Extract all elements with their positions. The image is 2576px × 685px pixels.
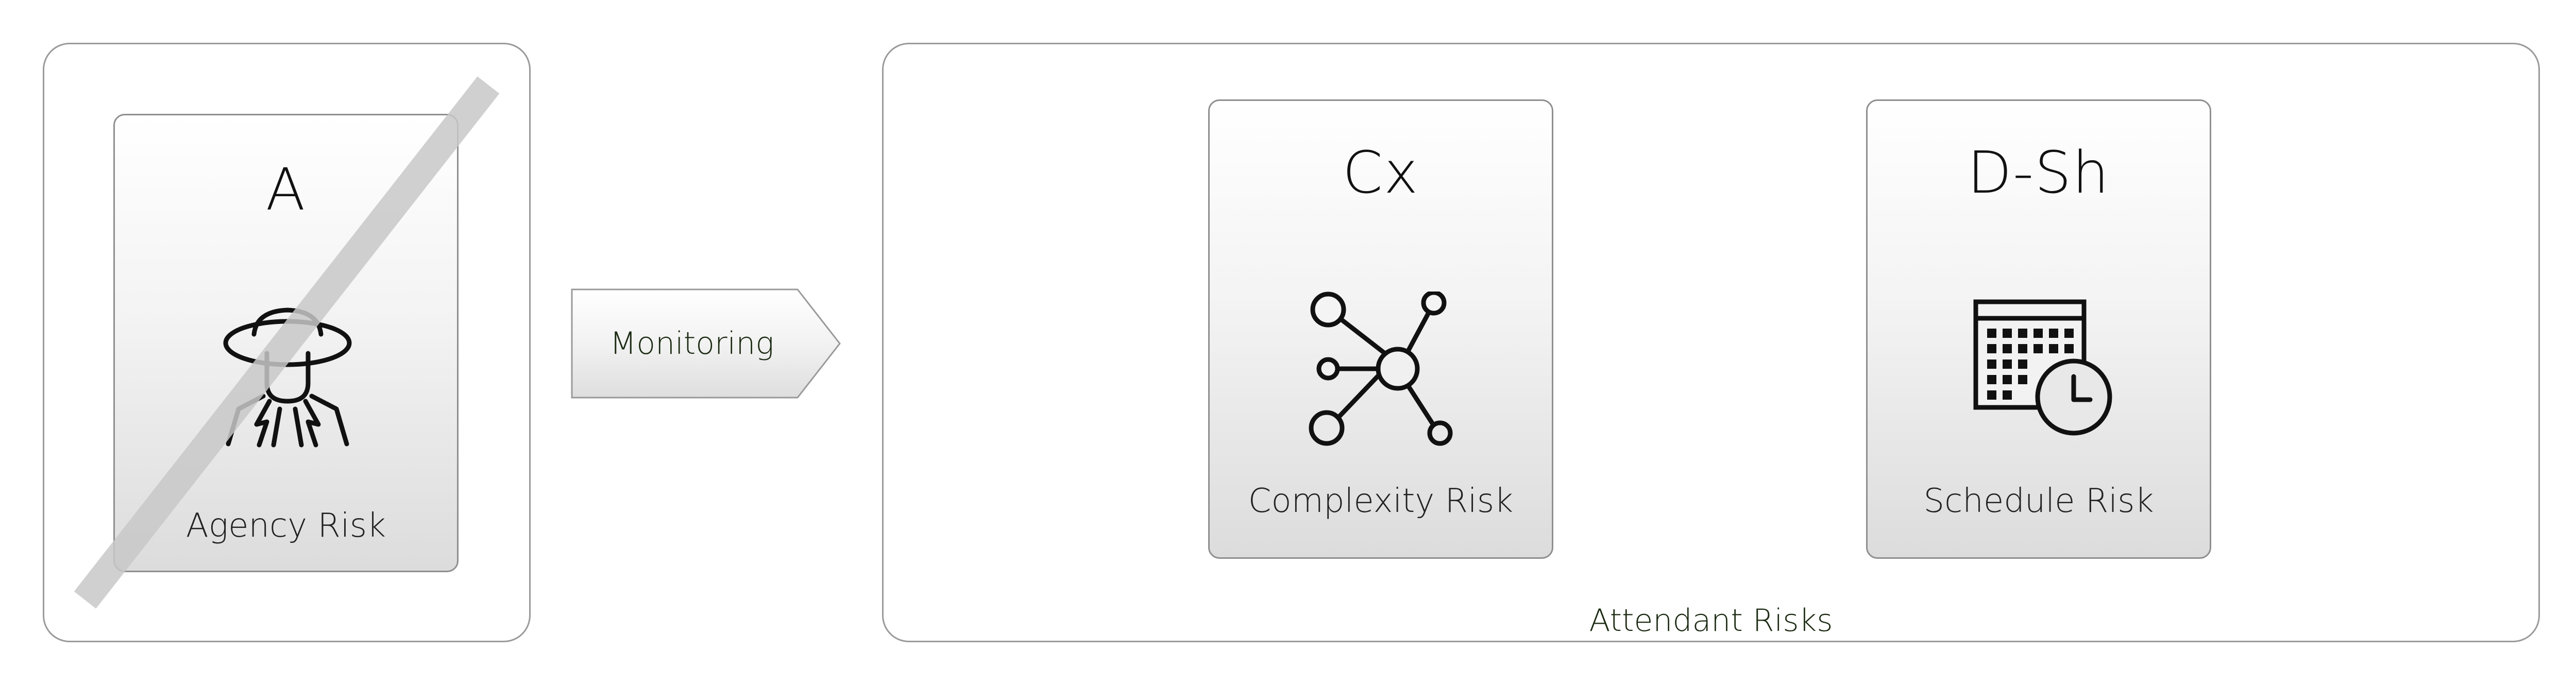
- schedule-risk-label: Schedule Risk: [1923, 482, 2154, 520]
- calendar-clock-icon: [1973, 299, 2112, 436]
- agency-risk-code: A: [265, 157, 307, 224]
- network-icon: [1309, 292, 1453, 446]
- attendant-risks-panel: [882, 43, 2540, 642]
- complexity-risk-label: Complexity Risk: [1248, 482, 1514, 520]
- agency-risk-card: A Agency Risk: [113, 114, 459, 572]
- schedule-risk-card: D-Sh: [1866, 99, 2211, 559]
- attendant-risks-caption: Attendant Risks: [1589, 603, 1833, 639]
- spy-icon: [223, 307, 352, 448]
- complexity-risk-code: Cx: [1342, 140, 1419, 207]
- agency-risk-label: Agency Risk: [185, 507, 386, 545]
- monitoring-label: Monitoring: [609, 326, 774, 362]
- complexity-risk-card: Cx Complexity Risk: [1208, 99, 1553, 559]
- schedule-risk-code: D-Sh: [1967, 140, 2110, 207]
- monitoring-arrow-shape: [571, 288, 841, 399]
